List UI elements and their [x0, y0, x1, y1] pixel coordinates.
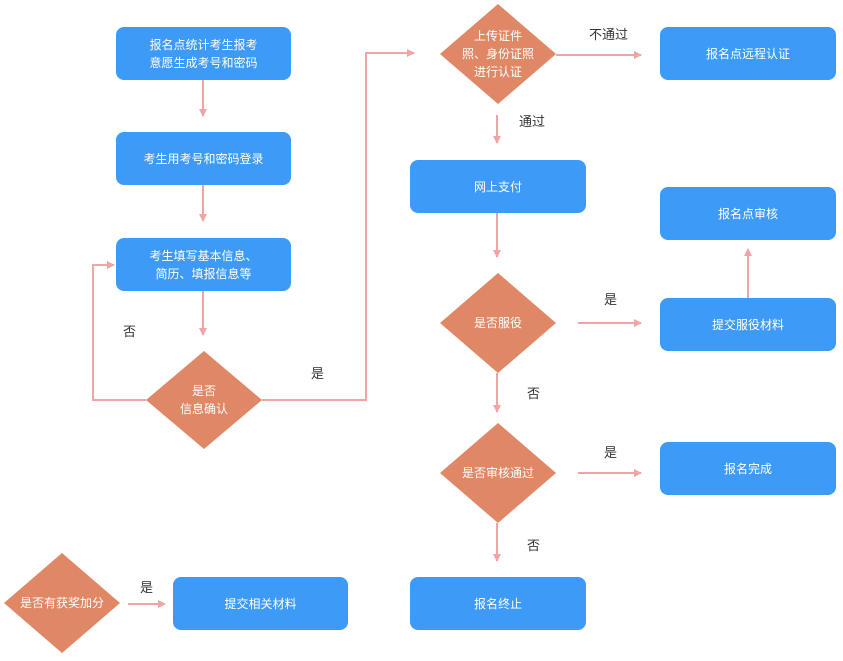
decision-military-service-text: 是否服役 — [473, 316, 522, 330]
node-registration-end: 报名终止 — [410, 577, 586, 630]
decision-bonus-points-text: 是否有获奖加分 — [19, 596, 104, 610]
arrow-confirm-no-loop — [92, 261, 146, 401]
label-review-yes: 是 — [604, 446, 618, 461]
node-submit-related-docs: 提交相关材料 — [173, 577, 348, 630]
node-remote-auth: 报名点远程认证 — [660, 27, 836, 80]
decision-bonus-points: 是否有获奖加分 — [4, 553, 120, 653]
label-upload-fail: 不通过 — [589, 28, 629, 43]
node-submit-service-docs: 提交服役材料 — [660, 298, 836, 351]
arrow-confirm-yes-to-upload — [262, 49, 415, 401]
decision-upload-id: 上传证件 照、身份证照 进行认证 — [440, 4, 556, 104]
diamond-shape — [146, 351, 262, 449]
decision-review-passed: 是否审核通过 — [440, 423, 556, 523]
label-confirm-no: 否 — [123, 325, 137, 340]
decision-confirm-info-text: 是否 信息确认 — [179, 384, 228, 416]
node-fill-info: 考生填写基本信息、 简历、填报信息等 — [116, 238, 291, 291]
decision-review-passed-text: 是否审核通过 — [461, 466, 534, 480]
node-login: 考生用考号和密码登录 — [116, 132, 291, 185]
decision-military-service: 是否服役 — [440, 273, 556, 373]
diamond-shape — [440, 273, 556, 373]
label-review-no: 否 — [527, 539, 541, 554]
node-registration-complete: 报名完成 — [660, 442, 836, 495]
label-service-yes: 是 — [604, 293, 618, 308]
label-service-no: 否 — [527, 387, 541, 402]
decision-upload-id-text: 上传证件 照、身份证照 进行认证 — [461, 29, 534, 79]
node-generate-credentials: 报名点统计考生报考 意愿生成考号和密码 — [116, 27, 291, 80]
label-confirm-yes: 是 — [311, 367, 325, 382]
label-upload-pass: 通过 — [519, 115, 546, 130]
label-bonus-yes: 是 — [140, 581, 154, 596]
diamond-shape — [4, 553, 120, 653]
diamond-shape — [440, 423, 556, 523]
node-online-pay: 网上支付 — [410, 160, 586, 213]
node-site-review: 报名点审核 — [660, 187, 836, 240]
decision-confirm-info: 是否 信息确认 — [146, 351, 262, 449]
diamond-shape — [440, 4, 556, 104]
